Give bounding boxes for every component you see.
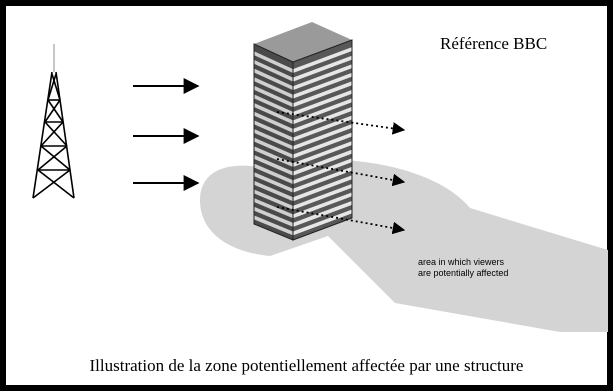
floor-band-right (293, 55, 352, 82)
floor-band-right (293, 89, 352, 116)
floor-band-right (293, 98, 352, 125)
affected-area-label-line-2: are potentially affected (418, 268, 509, 278)
floor-band-left (254, 189, 293, 210)
floor-band-left (254, 94, 293, 116)
floor-band-right (293, 72, 352, 99)
dotted-arrow-icon (276, 158, 406, 187)
transmitter-tower-icon (32, 44, 75, 199)
floor-band-right (293, 124, 352, 150)
caption: Illustration de la zone potentiellement … (89, 356, 524, 375)
dotted-arrow-icon (276, 111, 406, 135)
reflected-arrows (276, 111, 406, 235)
floor-band-left (254, 198, 293, 219)
floor-band-right (293, 141, 352, 168)
floor-band-right (293, 166, 352, 193)
floor-band-left (254, 103, 293, 125)
floor-band-left (254, 68, 293, 91)
floor-band-right (293, 175, 352, 202)
floor-band-left (254, 59, 293, 82)
floor-band-left (254, 85, 293, 108)
floor-band-left (254, 163, 293, 185)
floor-band-left (254, 111, 293, 133)
floor-band-left (254, 215, 293, 236)
building (253, 22, 353, 241)
floor-band-left (254, 146, 293, 168)
floor-band-left (254, 206, 293, 227)
floor-band-right (293, 47, 352, 74)
floor-band-right (293, 183, 352, 210)
floor-band-right (293, 200, 352, 227)
floor-band-right (293, 209, 352, 236)
floor-band-right (293, 115, 352, 142)
floor-band-right (293, 81, 352, 108)
signal-arrows (133, 78, 200, 191)
floor-band-left (254, 120, 293, 142)
floor-band-right (293, 132, 352, 159)
floor-band-left (254, 128, 293, 150)
floor-band-left (254, 77, 293, 99)
affected-area-label-line-1: area in which viewers (418, 257, 505, 267)
floor-band-left (254, 172, 293, 193)
floor-band-left (254, 51, 293, 74)
floor-band-right (293, 149, 352, 176)
dotted-arrow-icon (276, 206, 406, 235)
floor-band-left (254, 154, 293, 176)
floor-band-right (293, 106, 352, 133)
floor-band-right (293, 158, 352, 185)
floor-band-left (254, 137, 293, 159)
floor-band-left (254, 180, 293, 202)
affected-area-label: area in which viewers are potentially af… (418, 257, 508, 279)
building-floor-stripes (254, 47, 352, 236)
reference-label: Référence BBC (440, 34, 548, 53)
floor-band-right (293, 64, 352, 91)
